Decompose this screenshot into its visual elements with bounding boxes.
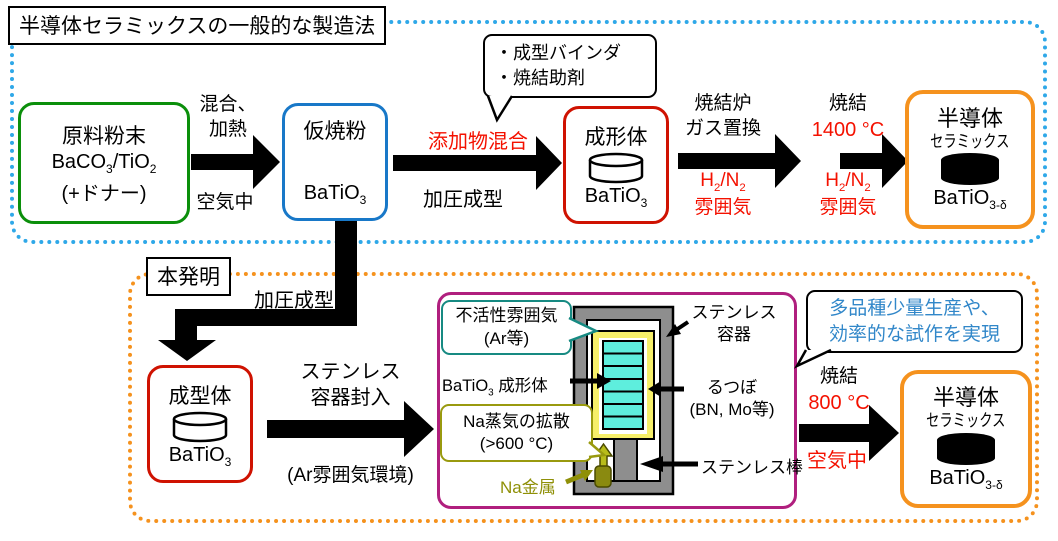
- sinter800-arrow-bottom-label: 空気中: [807, 450, 867, 472]
- flow-arrow-sinter-800: [799, 405, 899, 461]
- invention-section-title: 本発明: [146, 257, 231, 296]
- calcined-powder-box: 仮焼粉 BaTiO3: [282, 103, 388, 221]
- mix-arrow-top-label: 混合、 加熱: [183, 93, 273, 142]
- calcined-powder-title: 仮焼粉: [303, 120, 367, 143]
- crucible-label-line1: るつぼ: [706, 378, 758, 397]
- sinter800-label: 焼結: [819, 366, 858, 387]
- na-vapor-callout: Na蒸気の拡散 (>600 °C): [440, 404, 593, 462]
- semiconductor-box-top: 半導体 セラミックス BaTiO3-δ: [905, 90, 1035, 229]
- mix-label-line2: 加熱: [208, 118, 247, 140]
- flow-arrow-furnace: [678, 134, 801, 188]
- sinter800-temp: 800 °C: [808, 391, 870, 414]
- invention-section-frame: [128, 272, 1039, 523]
- mix-arrow-bottom-label: 空気中: [196, 192, 254, 213]
- mix-label-line1: 混合、: [199, 94, 257, 115]
- additives-callout: ・成型バインダ ・焼結助剤: [483, 34, 657, 98]
- pellet-outline-icon: [588, 152, 644, 183]
- container-label-line2: 容器: [717, 325, 751, 345]
- semiconductor-line1: 半導体: [932, 385, 999, 411]
- compact-stack: [602, 340, 644, 430]
- ceramics-condensed-text: セラミックス: [926, 411, 1006, 431]
- sinter1400-arrow-bottom-label: H2/N2 雰囲気: [790, 169, 906, 220]
- formed-body-title: 成形体: [584, 125, 648, 149]
- furnace-arrow-bottom-label: H2/N2 雰囲気: [666, 169, 780, 220]
- na-metal-label: Na金属: [500, 478, 556, 497]
- apparatus-frame: [437, 292, 797, 509]
- container-label: ステンレス 容器: [684, 302, 784, 346]
- flow-arrow-seal: [267, 401, 434, 457]
- rod-label: ステンレス棒: [701, 458, 803, 477]
- raw-powder-donor: (+ドナー): [61, 183, 147, 205]
- additives-line2: ・焼結助剤: [495, 68, 585, 89]
- sinter1400-arrow-top-label: 焼結 1400 °C: [790, 92, 906, 143]
- formed-body-formula: BaTiO3: [584, 184, 648, 210]
- furnace-label-line2: ガス置換: [684, 117, 761, 139]
- additives-line1: ・成型バインダ: [495, 43, 621, 63]
- general-method-section-frame: [10, 20, 1047, 244]
- raw-powder-title: 原料粉末: [62, 125, 146, 148]
- na-vapor-line1: Na蒸気の拡散: [463, 411, 570, 431]
- inert-atmosphere-callout: 不活性雰囲気 (Ar等): [441, 300, 572, 355]
- pellet-outline-icon: [172, 411, 228, 442]
- na-metal: [594, 465, 612, 488]
- sinter1400-atmosphere: 雰囲気: [819, 196, 877, 218]
- seal-arrow-top-label: ステンレス 容器封入: [278, 359, 423, 411]
- semiconductor-formula: BaTiO3-δ: [933, 187, 1007, 213]
- crucible-label: るつぼ (BN, Mo等): [678, 377, 786, 421]
- compact-pointer-label: BaTiO3 成形体: [442, 377, 548, 399]
- semiconductor-box-bottom: 半導体 セラミックス BaTiO3-δ: [900, 370, 1032, 508]
- pellet-filled-icon: [941, 153, 999, 186]
- molded-body-title: 成型体: [168, 384, 232, 408]
- sinter1400-gas-formula: H2/N2: [825, 170, 871, 194]
- flow-arrow-additive: [393, 136, 562, 190]
- semiconductor-line2: セラミックス: [919, 132, 1021, 152]
- sinter1400-label: 焼結: [828, 93, 867, 114]
- calcined-powder-formula: BaTiO3: [303, 182, 367, 207]
- seal-arrow-bottom-label: (Ar雰囲気環境): [287, 465, 414, 486]
- flow-arrow-sinter-1400: [840, 134, 908, 188]
- na-vapor-line2: (>600 °C): [479, 434, 554, 453]
- furnace-gas-formula: H2/N2: [700, 170, 746, 194]
- benefit-callout: 多品種少量生産や、 効率的な試作を実現: [806, 290, 1023, 353]
- semiconductor-formula: BaTiO3-δ: [929, 466, 1003, 492]
- molded-body-box: 成型体 BaTiO3: [147, 365, 253, 483]
- container-label-line1: ステンレス: [691, 303, 777, 322]
- semiconductor-line1: 半導体: [936, 105, 1003, 131]
- seal-label-line2: 容器封入: [310, 387, 391, 409]
- stainless-rod: [613, 438, 638, 482]
- press-forming-label: 加圧成型: [254, 290, 334, 312]
- ceramics-condensed-text: セラミックス: [930, 131, 1010, 151]
- sinter1400-temp: 1400 °C: [811, 118, 885, 141]
- sinter800-arrow-top-label: 焼結 800 °C: [788, 365, 890, 416]
- general-section-title: 半導体セラミックスの一般的な製造法: [8, 6, 387, 45]
- additive-arrow-top-label: 添加物混合: [428, 131, 528, 153]
- raw-powder-formula: BaCO3/TiO2: [51, 151, 157, 176]
- inert-line2: (Ar等): [483, 328, 530, 348]
- furnace-atmosphere: 雰囲気: [694, 196, 752, 218]
- flow-arrow-mix: [191, 135, 280, 189]
- inert-line1: 不活性雰囲気: [455, 306, 558, 326]
- furnace-arrow-top-label: 焼結炉 ガス置換: [666, 92, 780, 141]
- seal-label-line1: ステンレス: [300, 361, 401, 383]
- furnace-label-line1: 焼結炉: [694, 93, 752, 114]
- benefit-line2: 効率的な試作を実現: [828, 323, 1000, 345]
- pellet-filled-icon: [937, 432, 995, 465]
- semiconductor-line2: セラミックス: [915, 411, 1017, 431]
- additive-arrow-bottom-label: 加圧成型: [423, 189, 503, 211]
- benefit-line1: 多品種少量生産や、: [829, 298, 1000, 320]
- crucible-label-line2: (BN, Mo等): [689, 400, 775, 420]
- molded-body-formula: BaTiO3: [168, 443, 232, 469]
- flow-connector-press: [158, 218, 357, 361]
- raw-powder-box: 原料粉末 BaCO3/TiO2 (+ドナー): [18, 102, 190, 224]
- formed-body-box: 成形体 BaTiO3: [563, 106, 669, 224]
